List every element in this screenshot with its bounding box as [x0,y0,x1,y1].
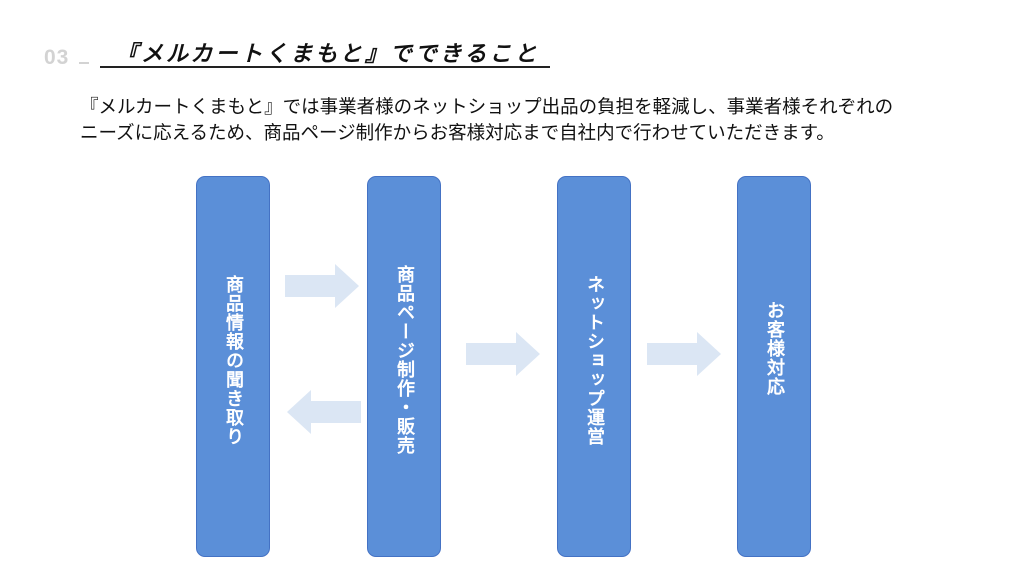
step-label-hearing: 商品情報の聞き取り [223,275,244,446]
step-label-customer-support: お客様対応 [764,301,785,396]
arrow-right-icon [285,264,359,308]
arrow-right-icon [466,332,540,376]
title-underline [100,66,550,68]
step-box-shop-operation: ネットショップ運営 [557,176,631,557]
step-box-page-production: 商品ページ制作・販売 [367,176,441,557]
description-line-1: 『メルカートくまもと』では事業者様のネットショップ出品の負担を軽減し、事業者様そ… [80,97,894,118]
step-box-customer-support: お客様対応 [737,176,811,557]
section-dash [79,62,89,64]
description-line-2: ニーズに応えるため、商品ページ制作からお客様対応まで自社内で行わせていただきます… [80,123,835,144]
arrow-left-icon [287,390,361,434]
arrow-right-icon [647,332,721,376]
step-box-hearing: 商品情報の聞き取り [196,176,270,557]
description: 『メルカートくまもと』では事業者様のネットショップ出品の負担を軽減し、事業者様そ… [80,95,980,147]
section-number: 03 [44,46,70,69]
step-label-page-production: 商品ページ制作・販売 [394,265,415,455]
step-label-shop-operation: ネットショップ運営 [584,275,605,446]
page-title: 『メルカートくまもと』でできること [116,42,540,67]
